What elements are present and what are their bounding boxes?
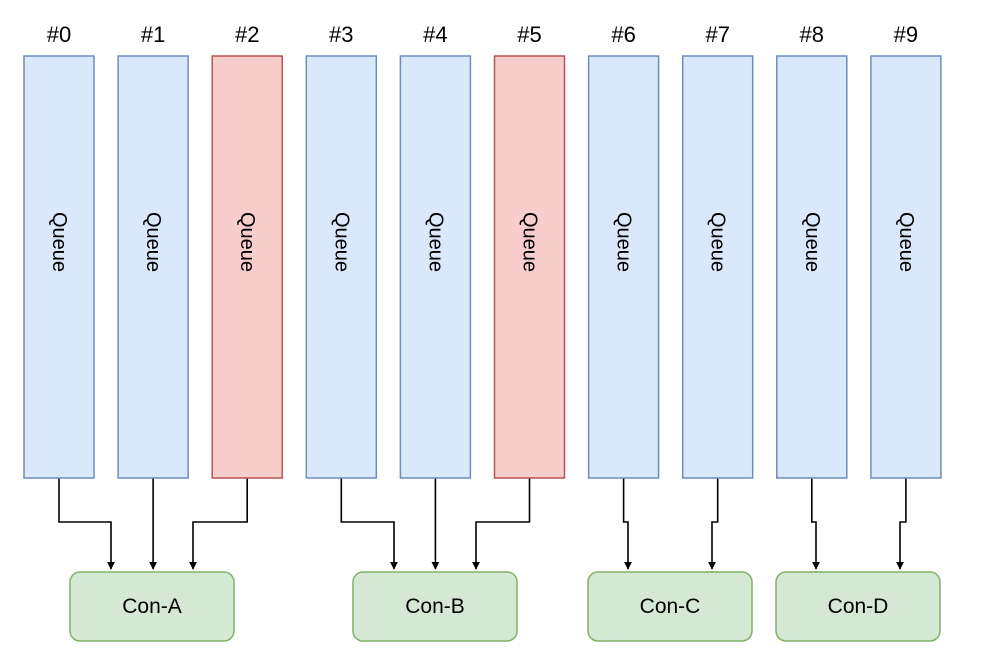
consumers: Con-A Con-B Con-C Con-D [69,571,941,642]
consumer-label: Con-D [828,595,889,618]
consumer-box[interactable] [352,571,518,642]
queue-index-label: #9 [894,22,918,47]
consumer-label: Con-B [405,595,465,618]
queue-label: Queue [48,212,70,272]
queue-box[interactable] [305,55,378,479]
queue-label: Queue [519,212,541,272]
consumer-box[interactable] [587,571,753,642]
edge-queue-6-to-consumer-2 [622,478,632,570]
queue-index-label: #6 [611,22,635,47]
edge-queue-9-to-consumer-3 [896,478,907,570]
edge-queue-5-to-consumer-1 [472,478,531,570]
queue-label: Queue [895,212,917,272]
queue-index-label: #3 [329,22,353,47]
consumer-2: Con-C [587,571,753,642]
queue-index-label: #7 [705,22,729,47]
queue-box[interactable] [587,55,660,479]
queue-index-label: #8 [800,22,824,47]
edge-queue-0-to-consumer-0 [58,478,115,570]
queue-index-label: #5 [517,22,541,47]
queue-index-label: #1 [141,22,165,47]
queues: #0Queue#1Queue#2Queue#3Queue#4Queue#5Que… [23,22,942,479]
consumer-3: Con-D [775,571,941,642]
queue-label: Queue [330,212,352,272]
queue-box-highlighted[interactable] [493,55,566,479]
edge-queue-3-to-consumer-1 [340,478,398,570]
edges [58,478,907,570]
consumer-0: Con-A [69,571,235,642]
edge-queue-8-to-consumer-3 [811,478,820,570]
queue-label: Queue [801,212,823,272]
queue-label: Queue [236,212,258,272]
queue-label: Queue [142,212,164,272]
queue-box[interactable] [399,55,472,479]
queue-box[interactable] [681,55,754,479]
queue-index-label: #0 [47,22,71,47]
queue-box[interactable] [23,55,95,479]
queue-box-highlighted[interactable] [211,55,283,479]
queue-box[interactable] [117,55,189,479]
consumer-label: Con-C [640,595,701,618]
consumer-1: Con-B [352,571,518,642]
queue-index-label: #2 [235,22,259,47]
consumer-box[interactable] [69,571,235,642]
edge-queue-7-to-consumer-2 [708,478,719,570]
consumer-label: Con-A [122,595,182,618]
queue-box[interactable] [870,55,942,479]
queue-label: Queue [613,212,635,272]
queue-index-label: #4 [423,22,447,47]
queue-label: Queue [424,212,446,272]
consumer-box[interactable] [775,571,941,642]
queue-box[interactable] [776,55,848,479]
queue-label: Queue [707,212,729,272]
edge-queue-2-to-consumer-0 [189,478,248,570]
